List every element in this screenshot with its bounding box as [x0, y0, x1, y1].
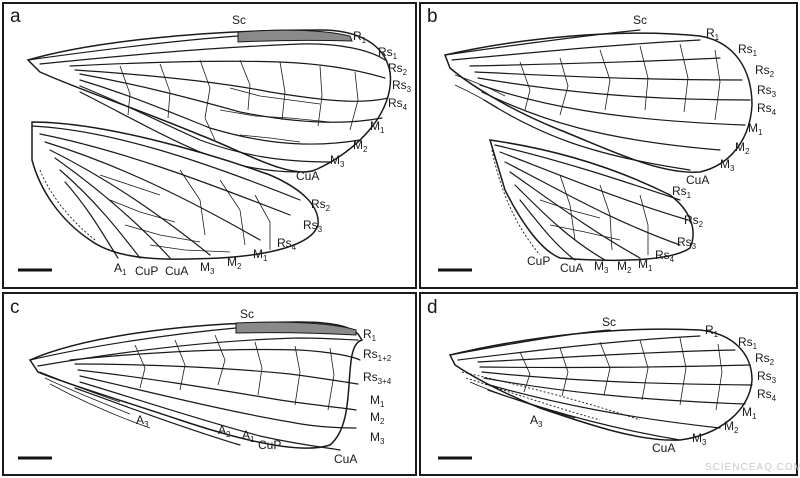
panel-b-label: M2 [735, 140, 750, 156]
panel-c-label: M2 [370, 410, 385, 426]
panel-d-label: Sc [602, 315, 616, 329]
panel-d-label: A3 [530, 413, 543, 429]
panel-a-forewing [26, 29, 392, 173]
panel-d-labels: Sc R1 Rs1 Rs2 Rs3 Rs4 M1 M2 M3 CuA A3 [530, 315, 777, 455]
panel-c-label: Rs3+4 [363, 370, 392, 386]
panel-c-label: Sc [240, 307, 254, 321]
panel-a: a [2, 2, 417, 289]
panel-c-label: A1 [242, 428, 255, 444]
panel-b-hindwing [488, 139, 694, 262]
panel-a-label: A1 [114, 261, 127, 277]
panel-a-label: Sc [232, 13, 246, 27]
panel-c-label: CuA [334, 452, 357, 466]
panel-a-label: R1 [353, 29, 367, 45]
panel-d-label: M2 [724, 419, 739, 435]
panel-a-label: Rs2 [311, 197, 331, 213]
panel-c-letter: c [10, 297, 20, 318]
panel-a-label: Rs2 [388, 61, 408, 77]
panel-b-label: Rs2 [684, 213, 704, 229]
panel-b-label: M3 [594, 259, 609, 275]
panel-b-labels: Sc R1 Rs1 Rs2 Rs3 Rs4 M1 M2 M3 CuA Rs1 R… [527, 13, 777, 275]
panel-a-label: M1 [370, 119, 385, 135]
panel-c-label: A3 [136, 413, 149, 429]
panel-b-label: CuA [686, 173, 709, 187]
panel-a-label: M2 [227, 255, 242, 271]
panel-d-label: Rs2 [755, 351, 775, 367]
panel-a-label: Rs1 [378, 45, 398, 61]
panel-d-label: Rs4 [757, 387, 777, 403]
panel-c-label: CuP [258, 438, 281, 452]
panel-b-label: Rs3 [757, 83, 777, 99]
panel-a-labels: Sc R1 Rs1 Rs2 Rs3 Rs4 M1 M2 M3 CuA Rs2 R… [114, 13, 412, 278]
panel-b-label: CuP [527, 254, 550, 268]
panel-c-label: Rs1+2 [363, 347, 392, 363]
panel-b-label: Rs2 [755, 63, 775, 79]
panel-b-label: Rs4 [757, 101, 777, 117]
panel-b-label: Rs1 [672, 184, 692, 200]
panel-a-pterostigma [237, 29, 353, 43]
watermark: SCIENCEAQ.COM [705, 462, 800, 473]
panel-d-label: R1 [705, 323, 719, 339]
panel-d: d Sc R1 Rs1 Rs2 Rs3 Rs4 M1 M2 [419, 292, 798, 476]
panel-c-labels: Sc R1 Rs1+2 Rs3+4 M1 M2 M3 CuA CuP A1 A2… [136, 307, 392, 466]
panel-d-forewing [448, 328, 753, 441]
panel-a-label: CuA [296, 169, 319, 183]
panel-c-label: M3 [370, 430, 385, 446]
panel-c-label: R1 [363, 327, 377, 343]
panel-a-letter: a [10, 6, 21, 27]
panel-c-pterostigma [235, 321, 357, 336]
panel-b-label: M1 [748, 121, 763, 137]
panel-b-forewing [443, 29, 753, 173]
panel-d-label: Rs1 [738, 335, 758, 351]
panel-b-label: R1 [706, 26, 720, 42]
panel-b-label: CuA [560, 261, 583, 275]
panel-a-label: CuP [135, 264, 158, 278]
panel-d-label: M3 [692, 431, 707, 447]
panel-c-forewing [28, 321, 364, 451]
panel-a-label: Rs3 [303, 218, 323, 234]
panel-a-label: Rs3 [392, 78, 412, 94]
panel-a-label: M1 [253, 247, 268, 263]
panel-a-label: CuA [165, 264, 188, 278]
panel-d-label: Rs3 [757, 369, 777, 385]
panel-b-label: Rs1 [738, 42, 758, 58]
panel-c-label: A2 [218, 423, 231, 439]
panel-b: b Sc [419, 2, 798, 289]
panel-c-label: M1 [370, 393, 385, 409]
panel-b-label: Rs3 [677, 235, 697, 251]
panel-a-hindwing [31, 121, 319, 260]
panel-a-label: Rs4 [277, 236, 297, 252]
panel-b-label: Sc [633, 13, 647, 27]
panel-d-label: M1 [742, 405, 757, 421]
panel-a-label: M3 [200, 260, 215, 276]
panel-b-label: M3 [720, 157, 735, 173]
panel-c: c Sc R1 Rs1+2 Rs3+4 M1 M2 M3 CuA [2, 292, 417, 476]
panel-b-label: M1 [638, 257, 653, 273]
panel-b-label: Rs4 [655, 248, 675, 264]
panel-a-label: Rs4 [388, 96, 408, 112]
panel-d-letter: d [427, 297, 438, 318]
panel-b-label: M2 [617, 259, 632, 275]
panel-a-label: M3 [330, 153, 345, 169]
panel-a-label: M2 [353, 138, 368, 154]
panel-b-letter: b [427, 6, 438, 27]
panel-d-label: CuA [652, 441, 675, 455]
